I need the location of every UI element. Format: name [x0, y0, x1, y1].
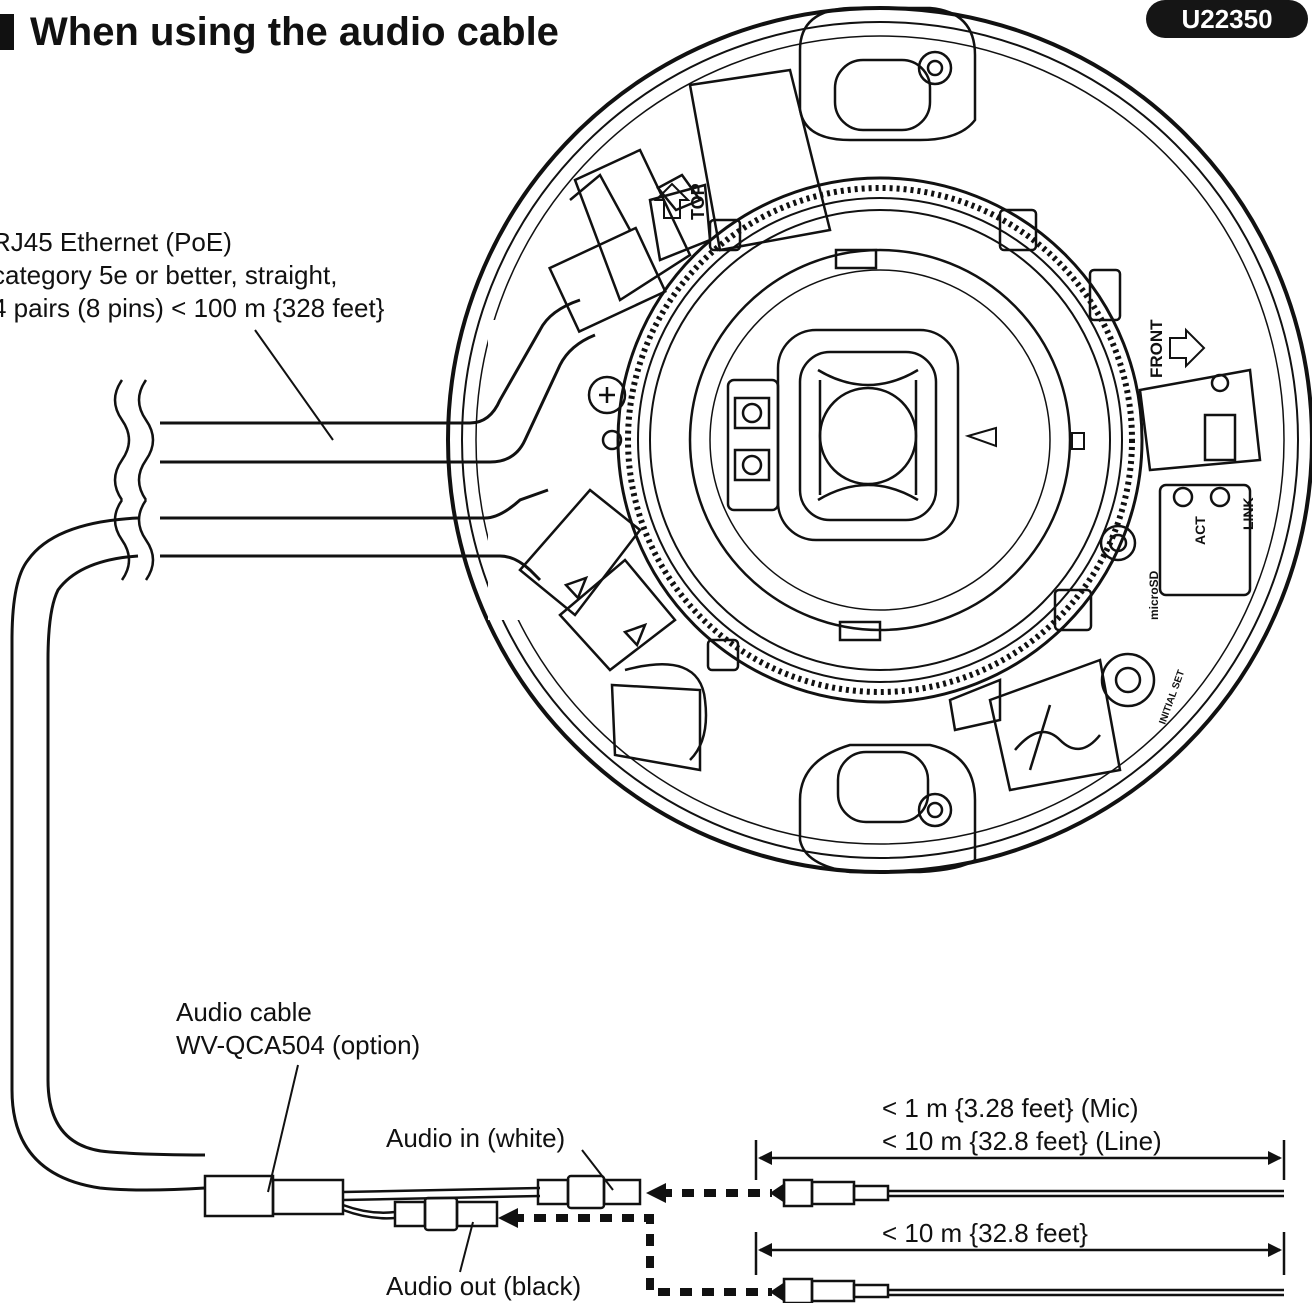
- mount-screw-left: [587, 375, 627, 451]
- audio-in-plug: [536, 1174, 642, 1210]
- audio-connector-housing: [518, 488, 708, 772]
- device-marking-front: FRONT: [1147, 319, 1166, 378]
- audio-breakout: [203, 1174, 541, 1220]
- audio-cable: [10, 488, 549, 1192]
- device-marking-sd: microSD: [1147, 570, 1161, 620]
- model-badge: U22350: [1146, 0, 1308, 38]
- front-arrow-icon: [1169, 327, 1206, 369]
- page-title: When using the audio cable: [30, 9, 559, 54]
- dimension-lines: [754, 1140, 1286, 1275]
- audio-out-label: Audio out (black): [386, 1271, 582, 1301]
- lens-bracket-jacks: [726, 378, 780, 512]
- arrow-head-out: [498, 1208, 518, 1228]
- camera-base: [446, 6, 1312, 874]
- lens-indicator-notch: [1071, 432, 1085, 450]
- heading-square-icon: [0, 14, 14, 50]
- lens-indicator-triangle: [964, 426, 997, 448]
- device-marking-act: ACT: [1192, 516, 1208, 545]
- lens-module: [688, 248, 1072, 632]
- ethernet-cable: [160, 298, 596, 464]
- device-marking-top: TOP: [688, 183, 708, 220]
- rj45-connector-housing: [547, 148, 692, 334]
- out-length-label: < 10 m {32.8 feet}: [882, 1218, 1088, 1248]
- audio-in-label: Audio in (white): [386, 1123, 566, 1153]
- device-marking-link: LINK: [1240, 497, 1256, 530]
- dashed-connections: [512, 1189, 772, 1296]
- ethernet-label-line-2: category 5e or better, straight,: [0, 260, 338, 290]
- external-mic-cable: [769, 1178, 1284, 1208]
- arrow-head-in: [646, 1183, 666, 1203]
- external-out-cable: [769, 1277, 1284, 1303]
- audio-cable-label-line-2: WV-QCA504 (option): [176, 1030, 421, 1060]
- audio-out-plug: [393, 1196, 499, 1232]
- top-arrow-icon: [653, 182, 691, 219]
- device-marking-initial-set: INITIAL SET: [1157, 669, 1187, 726]
- right-side-components: [1088, 268, 1262, 708]
- mic-length-label: < 1 m {3.28 feet} (Mic): [882, 1093, 1139, 1123]
- line-length-label: < 10 m {32.8 feet} (Line): [882, 1126, 1162, 1156]
- gear-ring: [616, 176, 1144, 704]
- leader-lines: [254, 329, 614, 1273]
- terminal-block: [948, 658, 1122, 792]
- section-heading: When using the audio cable: [0, 6, 559, 58]
- ethernet-label-line-3: 4 pairs (8 pins) < 100 m {328 feet}: [0, 293, 385, 323]
- ethernet-label-line-1: RJ45 Ethernet (PoE): [0, 227, 232, 257]
- bottom-mounting-lug: [798, 743, 977, 874]
- top-mounting-lug: [798, 6, 977, 142]
- ring-clips: [706, 208, 1093, 672]
- audio-cable-label-line-1: Audio cable: [176, 997, 312, 1027]
- cable-break-marks: [113, 379, 155, 581]
